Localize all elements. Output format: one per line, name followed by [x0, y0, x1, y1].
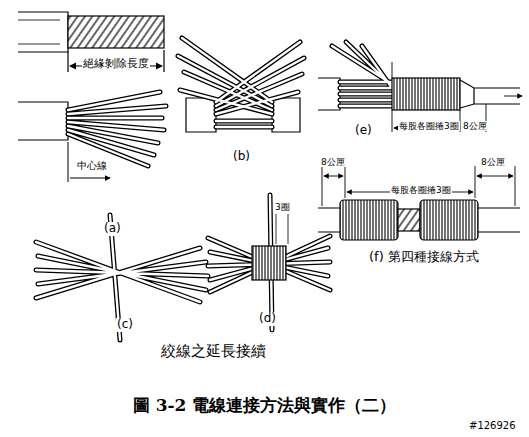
crossed-strands	[178, 38, 304, 132]
figure-label: (c)	[116, 318, 134, 332]
figure-label: 中心線	[76, 160, 108, 172]
figure-label: (e)	[354, 124, 373, 138]
finished-splice	[318, 166, 520, 240]
figure-label: 3圈	[274, 202, 291, 212]
figure-label: 每股各圈捲3圈	[398, 121, 460, 131]
figure-label: (a)	[103, 222, 122, 236]
figure-label: 絞線之延長接續	[160, 343, 267, 360]
figure-label: 8公厘	[480, 157, 506, 167]
figure-label: 絕緣剝除長度	[82, 58, 150, 71]
figure-caption: 圖 3-2 電線連接方法與實作（二）	[0, 394, 529, 417]
figure-label: (b)	[232, 150, 251, 164]
figure-label: 8公厘	[462, 121, 488, 131]
interleaved-strands	[36, 215, 208, 340]
figure-label: (d)	[258, 312, 277, 326]
figure-label: 8公厘	[320, 157, 346, 167]
stripped-wire	[18, 12, 164, 72]
fanned-wire	[18, 92, 166, 182]
figure-label: 每股各圈捲3圈	[390, 185, 452, 195]
first-wrap	[208, 195, 330, 330]
figure-label: (f) 第四種接線方式	[368, 250, 480, 265]
wrapped-splice	[318, 42, 522, 132]
figure-label: #126926	[468, 420, 517, 432]
